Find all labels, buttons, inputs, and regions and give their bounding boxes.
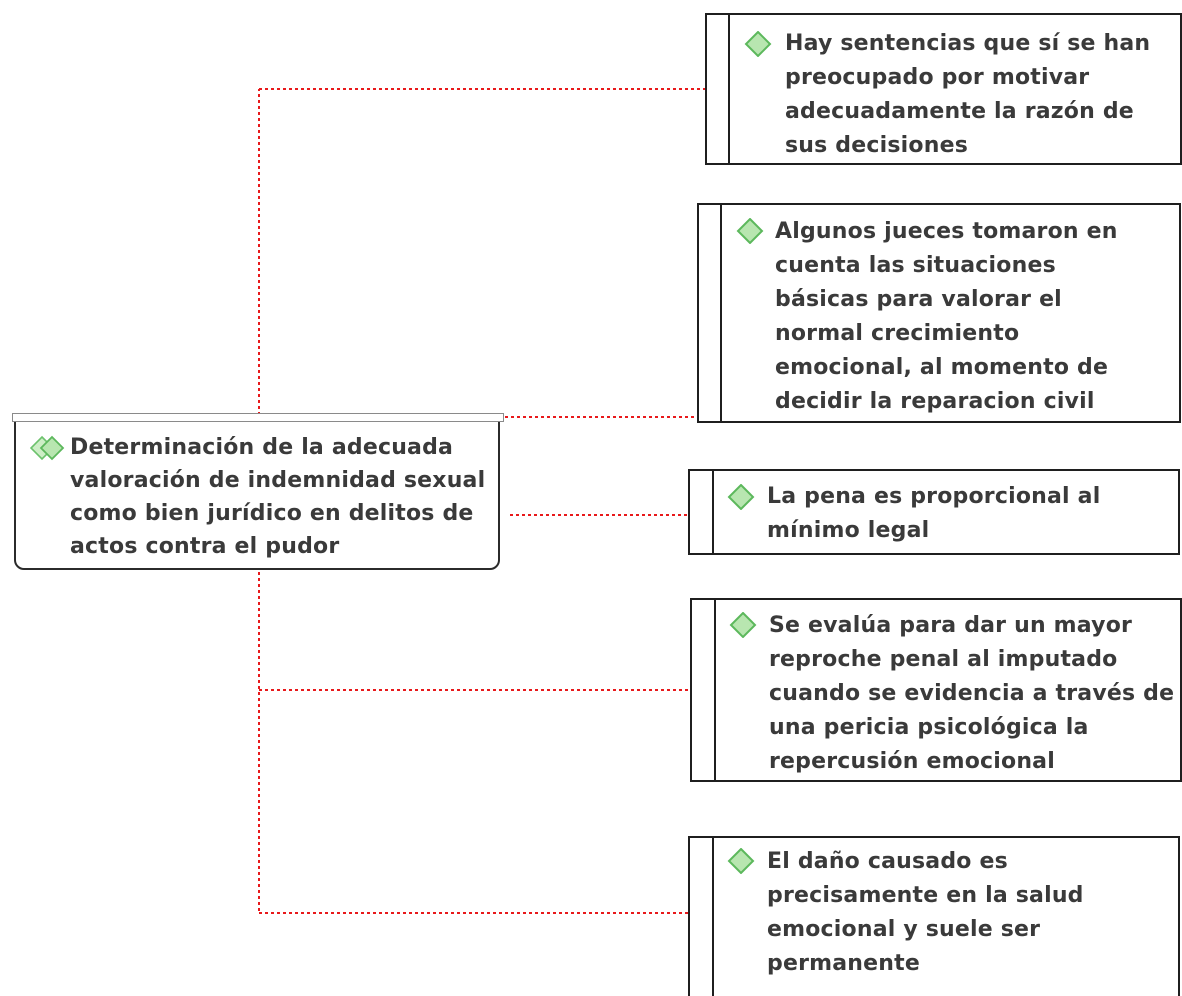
diamond-icon — [736, 218, 764, 244]
subtopic-4-bar — [714, 600, 716, 780]
diamond-icon — [729, 612, 757, 638]
central-topic-cap — [12, 413, 504, 422]
double-diamond-icon — [30, 435, 65, 461]
subtopic-1-text: Hay sentencias que sí se han preocupado … — [785, 31, 1151, 158]
subtopic-1[interactable]: Hay sentencias que sí se han preocupado … — [705, 13, 1182, 165]
diamond-icon — [744, 31, 772, 57]
subtopic-2-text: Algunos jueces tomaron en cuenta las sit… — [775, 219, 1118, 414]
subtopic-2-bar — [720, 205, 722, 421]
diamond-icon — [727, 848, 755, 874]
subtopic-4[interactable]: Se evalúa para dar un mayor reproche pen… — [690, 598, 1182, 782]
subtopic-1-bar — [728, 15, 730, 163]
subtopic-3-bar — [712, 471, 714, 553]
central-topic-text: Determinación de la adecuada valoración … — [70, 435, 486, 559]
diamond-icon — [727, 484, 755, 510]
subtopic-5[interactable]: El daño causado es precisamente en la sa… — [688, 836, 1180, 996]
subtopic-2[interactable]: Algunos jueces tomaron en cuenta las sit… — [697, 203, 1181, 423]
subtopic-3[interactable]: La pena es proporcional al mínimo legal — [688, 469, 1180, 555]
subtopic-3-text: La pena es proporcional al mínimo legal — [767, 484, 1101, 543]
central-topic[interactable]: Determinación de la adecuada valoración … — [12, 413, 504, 570]
subtopic-5-text: El daño causado es precisamente en la sa… — [767, 849, 1084, 976]
subtopic-4-text: Se evalúa para dar un mayor reproche pen… — [769, 613, 1175, 774]
subtopic-5-bar — [712, 838, 714, 996]
